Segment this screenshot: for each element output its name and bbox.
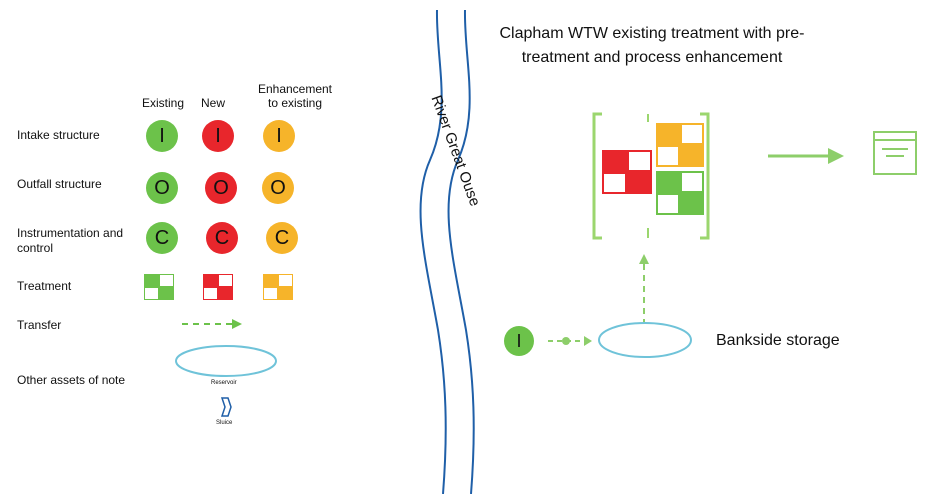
transfer-arrow-icon: [182, 319, 242, 329]
row-label-other: Other assets of note: [17, 373, 126, 387]
sluice-icon: [220, 397, 232, 417]
row-label-intake: Intake structure: [17, 128, 100, 142]
wtw-existing-treatment-icon: [656, 171, 704, 215]
intake-existing-icon: I: [146, 120, 178, 152]
intake-enhancement-icon: I: [263, 120, 295, 152]
treatment-existing-icon: [144, 274, 174, 300]
row-label-treatment: Treatment: [17, 279, 72, 293]
instrumentation-new-icon: C: [206, 222, 238, 254]
instrumentation-existing-icon: C: [146, 222, 178, 254]
treatment-new-icon: [203, 274, 233, 300]
transfer-up-arrow-icon: [639, 254, 649, 322]
col-header-enhancement: Enhancement to existing: [257, 82, 333, 110]
outfall-enhancement-icon: O: [262, 172, 294, 204]
reservoir-icon: [175, 345, 277, 377]
instrumentation-enhancement-icon: C: [266, 222, 298, 254]
col-header-existing: Existing: [141, 96, 185, 110]
sluice-label: Sluice: [216, 420, 233, 426]
outfall-new-icon: O: [205, 172, 237, 204]
intake-new-icon: I: [202, 120, 234, 152]
wtw-box: [592, 112, 710, 240]
bankside-storage-label: Bankside storage: [716, 332, 840, 349]
wtw-enhancement-treatment-icon: [656, 123, 704, 167]
river-intake-existing-icon: I: [504, 326, 534, 356]
row-label-instrumentation: Instrumentation and control: [17, 226, 124, 255]
output-arrow-icon: [768, 148, 844, 164]
bankside-storage-reservoir-icon: [598, 322, 692, 358]
diagram-title: Clapham WTW existing treatment with pre-…: [499, 25, 805, 66]
reservoir-label: Reservoir: [211, 380, 237, 386]
outfall-existing-icon: O: [146, 172, 178, 204]
row-label-transfer: Transfer: [17, 318, 62, 332]
intake-transfer-arrow-icon: [548, 336, 592, 346]
treatment-enhancement-icon: [263, 274, 293, 300]
row-label-outfall: Outfall structure: [17, 177, 102, 191]
col-header-new: New: [200, 96, 225, 110]
supply-output-icon: [873, 131, 917, 175]
wtw-new-treatment-icon: [602, 150, 652, 194]
